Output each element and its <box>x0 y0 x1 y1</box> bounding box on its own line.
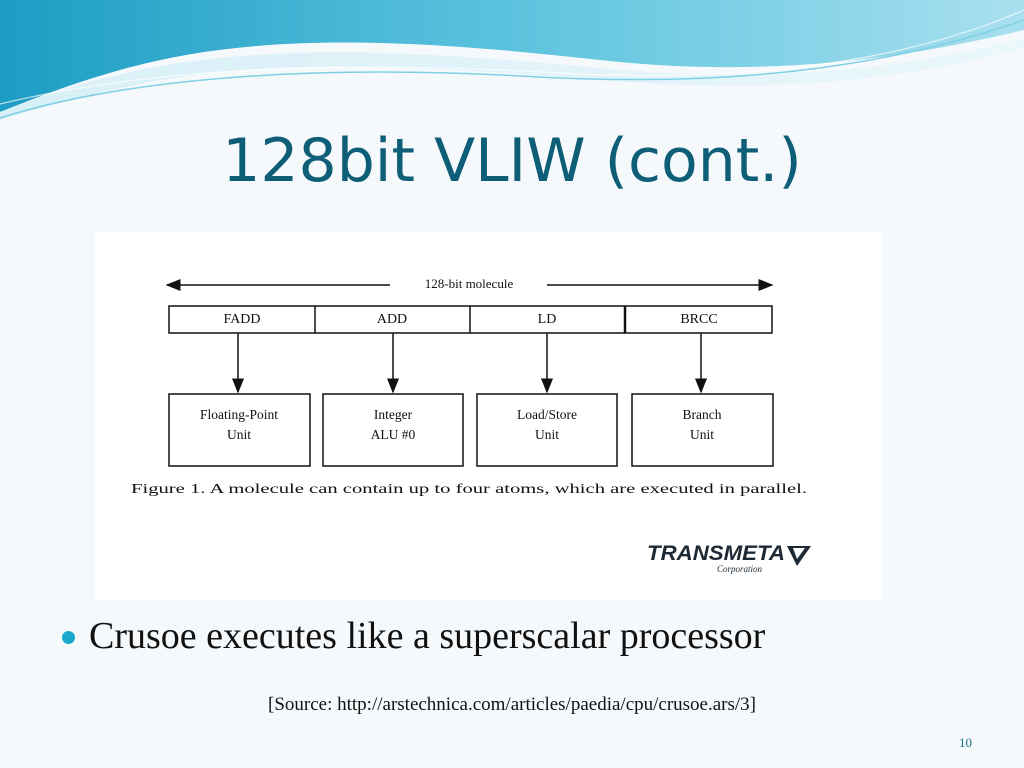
logo-wordmark: TRANSMETA <box>647 542 785 565</box>
unit-box-integer-alu <box>322 393 464 467</box>
unit-label-line2: Unit <box>535 427 559 442</box>
unit-label-line1: Load/Store <box>517 407 577 422</box>
logo-subtext: Corporation <box>717 564 763 574</box>
bullet-item: Crusoe executes like a superscalar proce… <box>62 614 765 658</box>
atom-fadd: FADD <box>223 312 260 327</box>
unit-label-line1: Floating-Point <box>200 407 278 422</box>
unit-box-floating-point <box>168 393 311 467</box>
unit-label-line2: Unit <box>227 427 251 442</box>
atom-add: ADD <box>377 312 407 327</box>
unit-box-branch <box>631 393 774 467</box>
figure-caption: Figure 1. A molecule can contain up to f… <box>131 481 807 496</box>
unit-label-line2: ALU #0 <box>371 427 416 442</box>
atom-brcc: BRCC <box>680 312 717 327</box>
vliw-molecule-diagram: 128-bit molecule FADD ADD LD BRCC Floati… <box>131 276 807 496</box>
bullet-text: Crusoe executes like a superscalar proce… <box>89 615 766 657</box>
page-number: 10 <box>959 735 972 750</box>
unit-label-line2: Unit <box>690 427 714 442</box>
unit-label-line1: Integer <box>374 407 413 422</box>
molecule-label: 128-bit molecule <box>425 276 514 291</box>
bullet-dot-icon <box>62 630 75 644</box>
atom-ld: LD <box>538 312 557 327</box>
transmeta-logo: TRANSMETA Corporation <box>647 542 811 574</box>
header-wave-decoration <box>0 0 1024 120</box>
source-citation: [Source: http://arstechnica.com/articles… <box>268 694 756 715</box>
slide-title: 128bit VLIW (cont.) <box>222 126 802 196</box>
unit-label-line1: Branch <box>683 407 722 422</box>
unit-box-load-store <box>476 393 618 467</box>
figure-panel: 128-bit molecule FADD ADD LD BRCC Floati… <box>95 232 882 600</box>
